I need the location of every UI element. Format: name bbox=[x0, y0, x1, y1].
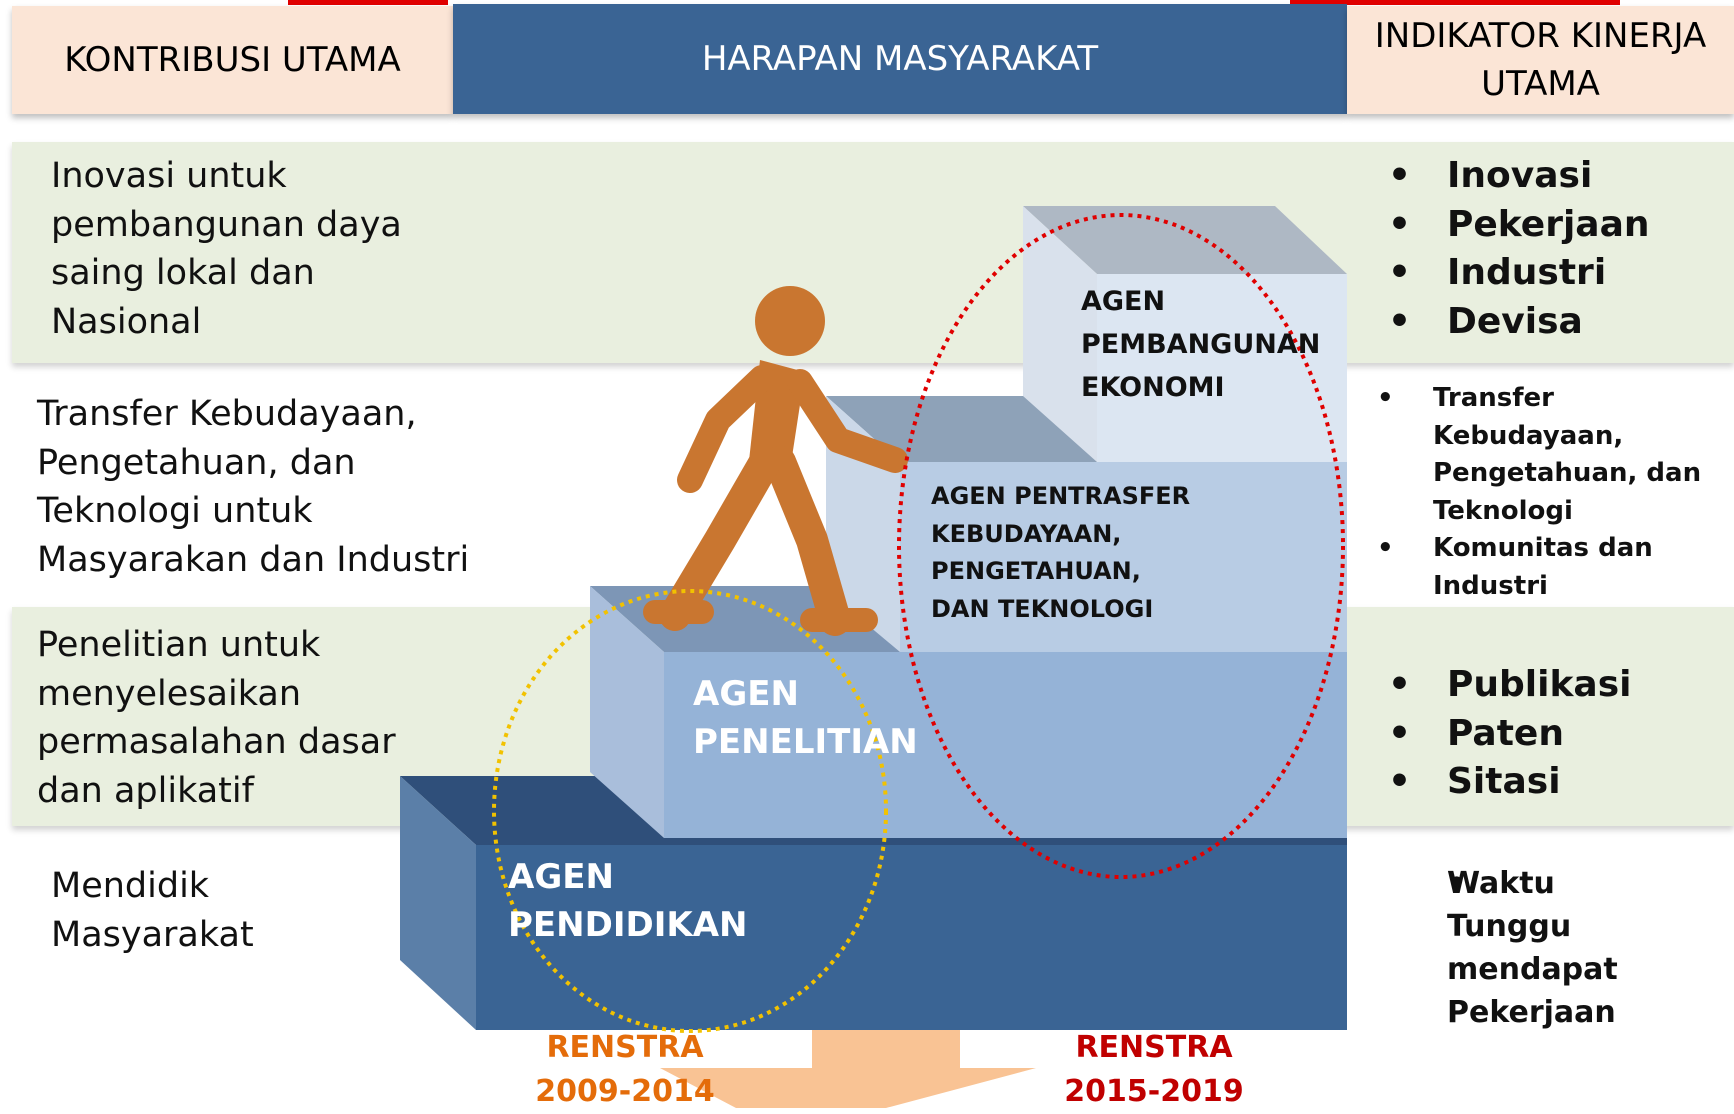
indicator-list-3: Publikasi Paten Sitasi bbox=[1388, 661, 1631, 807]
step-label-line: AGEN bbox=[693, 674, 799, 714]
step-penelitian-front bbox=[664, 652, 1347, 838]
step-pembangunan-side bbox=[1023, 206, 1097, 462]
renstra-2015-ellipse bbox=[897, 213, 1345, 879]
down-arrow-icon bbox=[660, 1022, 1036, 1108]
indicator-line: Kebudayaan, bbox=[1433, 420, 1624, 451]
renstra-line: 2015-2019 bbox=[1064, 1074, 1244, 1109]
indicator-item: Pekerjaan bbox=[1388, 201, 1650, 250]
contribution-line: Nasional bbox=[51, 301, 202, 342]
contribution-line: Mendidik bbox=[51, 866, 210, 906]
step-label-line: PENDIDIKAN bbox=[508, 905, 748, 945]
indicator-item: Devisa bbox=[1388, 298, 1650, 347]
walking-person-icon bbox=[643, 286, 908, 636]
step-label-line: AGEN bbox=[1081, 286, 1166, 317]
indicator-line: Pekerjaan bbox=[1447, 995, 1616, 1030]
step-label-line: DAN TEKNOLOGI bbox=[931, 594, 1154, 623]
title-fragment bbox=[1290, 0, 1620, 5]
step-penelitian-side bbox=[590, 586, 664, 838]
header-indikator: INDIKATOR KINERJA UTAMA bbox=[1347, 6, 1734, 114]
step-label-line: PENGETAHUAN, bbox=[931, 557, 1141, 585]
contribution-line: dan aplikatif bbox=[37, 770, 254, 811]
step-label-line: PENELITIAN bbox=[693, 722, 918, 762]
indicator-item: Industri bbox=[1388, 249, 1650, 298]
indicator-line: mendapat bbox=[1447, 952, 1618, 987]
header-harapan: HARAPAN MASYARAKAT bbox=[453, 4, 1347, 114]
step-pendidikan-side bbox=[400, 776, 476, 1030]
contribution-line: Teknologi untuk bbox=[37, 491, 313, 531]
indicator-item: Sitasi bbox=[1388, 758, 1631, 807]
indicator-line: Pengetahuan, dan bbox=[1433, 458, 1702, 488]
header-indikator-line2: UTAMA bbox=[1481, 64, 1600, 104]
title-fragment bbox=[288, 0, 448, 5]
contribution-line: Penelitian untuk bbox=[37, 625, 321, 665]
step-pendidikan-front bbox=[476, 845, 1347, 1030]
indicator-list-2: Transfer Kebudayaan, Pengetahuan, dan Te… bbox=[1377, 380, 1701, 605]
indicator-line: Komunitas dan bbox=[1433, 533, 1653, 563]
indicator-item: Waktu Tunggu mendapat Pekerjaan bbox=[1388, 862, 1618, 1034]
step-pentransfer-front bbox=[900, 462, 1347, 652]
indicator-item: Paten bbox=[1388, 710, 1631, 759]
indicator-list-4: Waktu Tunggu mendapat Pekerjaan bbox=[1388, 862, 1618, 1034]
indicator-line: Transfer bbox=[1433, 383, 1554, 413]
step-label-line: AGEN bbox=[508, 857, 614, 897]
indicator-item: Inovasi bbox=[1388, 152, 1650, 201]
contribution-line: Inovasi untuk bbox=[51, 156, 287, 196]
indicator-list-1: Inovasi Pekerjaan Industri Devisa bbox=[1388, 152, 1650, 346]
renstra-2009-ellipse bbox=[492, 589, 888, 1033]
step-pendidikan-label: AGEN PENDIDIKAN bbox=[508, 853, 747, 949]
indicator-line: Waktu bbox=[1447, 866, 1555, 901]
step-label-line: PEMBANGUNAN bbox=[1081, 329, 1321, 360]
contribution-line: Transfer Kebudayaan, bbox=[37, 394, 417, 434]
step-pentransfer-label: AGEN PENTRASFER KEBUDAYAAN, PENGETAHUAN,… bbox=[931, 478, 1190, 628]
header-kontribusi-label: KONTRIBUSI UTAMA bbox=[64, 40, 401, 80]
step-label-line: EKONOMI bbox=[1081, 372, 1225, 403]
indicator-line: Teknologi bbox=[1433, 495, 1573, 526]
contribution-mendidik: Mendidik Masyarakat bbox=[51, 862, 254, 959]
contribution-inovasi: Inovasi untuk pembangunan daya saing lok… bbox=[51, 152, 402, 346]
indicator-item: Publikasi bbox=[1388, 661, 1631, 710]
contribution-line: permasalahan dasar bbox=[37, 722, 396, 762]
step-pembangunan-front bbox=[1097, 274, 1347, 462]
step-pembangunan-label: AGEN PEMBANGUNAN EKONOMI bbox=[1081, 280, 1320, 409]
indicator-line: Tunggu bbox=[1447, 909, 1572, 944]
contribution-line: pembangunan daya bbox=[51, 204, 402, 245]
title-strip bbox=[0, 0, 1734, 8]
renstra-right-label: RENSTRA 2015-2019 bbox=[1049, 1026, 1259, 1114]
indicator-item: Komunitas dan Industri bbox=[1377, 530, 1701, 605]
contribution-penelitian: Penelitian untuk menyelesaikan permasala… bbox=[37, 621, 396, 815]
renstra-line: RENSTRA bbox=[1075, 1030, 1233, 1065]
renstra-line: RENSTRA bbox=[546, 1030, 704, 1065]
step-label-line: AGEN PENTRASFER bbox=[931, 482, 1191, 510]
contribution-line: Masyarakat bbox=[51, 914, 254, 955]
step-label-line: KEBUDAYAAN, bbox=[931, 519, 1122, 548]
step-penelitian-label: AGEN PENELITIAN bbox=[693, 670, 918, 766]
indicator-line: Industri bbox=[1433, 570, 1548, 601]
header-indikator-line1: INDIKATOR KINERJA bbox=[1374, 16, 1707, 56]
contribution-line: menyelesaikan bbox=[37, 673, 302, 714]
indicator-item: Transfer Kebudayaan, Pengetahuan, dan Te… bbox=[1377, 380, 1701, 530]
contribution-transfer: Transfer Kebudayaan, Pengetahuan, dan Te… bbox=[37, 390, 469, 584]
header-harapan-label: HARAPAN MASYARAKAT bbox=[701, 39, 1099, 79]
renstra-line: 2009-2014 bbox=[535, 1074, 715, 1109]
contribution-line: Pengetahuan, dan bbox=[37, 442, 356, 483]
contribution-line: saing lokal dan bbox=[51, 253, 315, 293]
renstra-left-label: RENSTRA 2009-2014 bbox=[520, 1026, 730, 1114]
header-kontribusi: KONTRIBUSI UTAMA bbox=[12, 6, 453, 114]
contribution-line: Masyarakan dan Industri bbox=[37, 539, 470, 580]
step-pembangunan-top bbox=[1023, 206, 1347, 274]
